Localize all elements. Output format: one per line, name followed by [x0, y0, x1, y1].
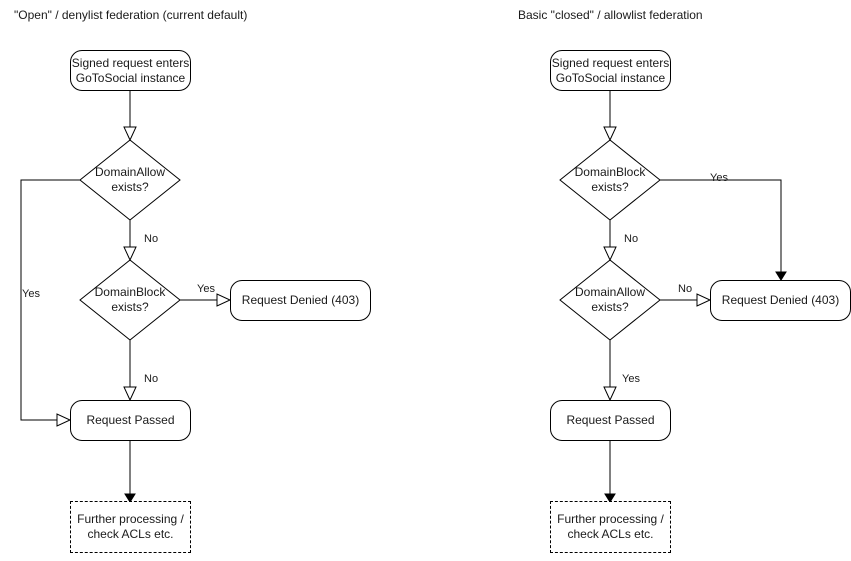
node-right-request-denied: Request Denied (403) [710, 280, 851, 321]
edge-label-left-d2-no: No [144, 373, 159, 385]
node-right-start: Signed request enters GoToSocial instanc… [550, 50, 671, 91]
node-left-request-denied: Request Denied (403) [230, 280, 371, 321]
diagram-title-right: Basic "closed" / allowlist federation [518, 8, 703, 22]
arrowhead-right-d1-yes [775, 271, 787, 281]
arrowhead-left-d1-no [123, 246, 137, 262]
arrowhead-left-d1-yes [56, 413, 72, 427]
decision-shape-left-2 [79, 259, 181, 341]
arrowhead-right-start-to-d1 [603, 126, 617, 142]
node-right-request-denied-label: Request Denied (403) [721, 293, 840, 307]
node-left-start-label: Signed request enters GoToSocial instanc… [71, 55, 190, 85]
node-right-further-processing: Further processing / check ACLs etc. [550, 501, 671, 553]
arrowhead-right-d1-no [603, 246, 617, 262]
edge-left-d1-yes [20, 179, 80, 421]
arrowhead-right-d2-no [696, 293, 712, 307]
decision-shape-right-2 [559, 259, 661, 341]
node-left-further-processing-label: Further processing / check ACLs etc. [77, 512, 184, 541]
arrowhead-left-d2-yes [216, 293, 232, 307]
edge-label-left-d1-no: No [144, 233, 159, 245]
node-left-further-processing: Further processing / check ACLs etc. [70, 501, 191, 553]
edge-label-right-d2-no: No [678, 283, 693, 295]
decision-shape-right-1 [559, 139, 661, 221]
node-left-start: Signed request enters GoToSocial instanc… [70, 50, 191, 91]
arrowhead-left-start-to-d1 [123, 126, 137, 142]
edge-label-right-d1-no: No [624, 233, 639, 245]
arrowhead-right-d2-yes [603, 386, 617, 402]
edge-right-d1-yes [660, 179, 782, 273]
edge-label-left-d2-yes: Yes [197, 283, 215, 295]
edge-label-right-d1-yes: Yes [710, 172, 728, 184]
node-right-further-processing-label: Further processing / check ACLs etc. [557, 512, 664, 541]
decision-shape-left-1 [79, 139, 181, 221]
edge-label-right-d2-yes: Yes [622, 373, 640, 385]
node-left-request-passed: Request Passed [70, 400, 191, 441]
edge-label-left-d1-yes: Yes [22, 288, 40, 300]
node-right-request-passed-label: Request Passed [566, 413, 655, 427]
diagram-title-left: "Open" / denylist federation (current de… [14, 8, 248, 22]
node-left-request-passed-label: Request Passed [86, 413, 175, 427]
arrowhead-left-passed-to-further [124, 493, 136, 503]
node-right-request-passed: Request Passed [550, 400, 671, 441]
node-right-start-label: Signed request enters GoToSocial instanc… [551, 55, 670, 85]
arrowhead-left-d2-no [123, 386, 137, 402]
node-left-request-denied-label: Request Denied (403) [241, 293, 360, 307]
arrowhead-right-passed-to-further [604, 493, 616, 503]
